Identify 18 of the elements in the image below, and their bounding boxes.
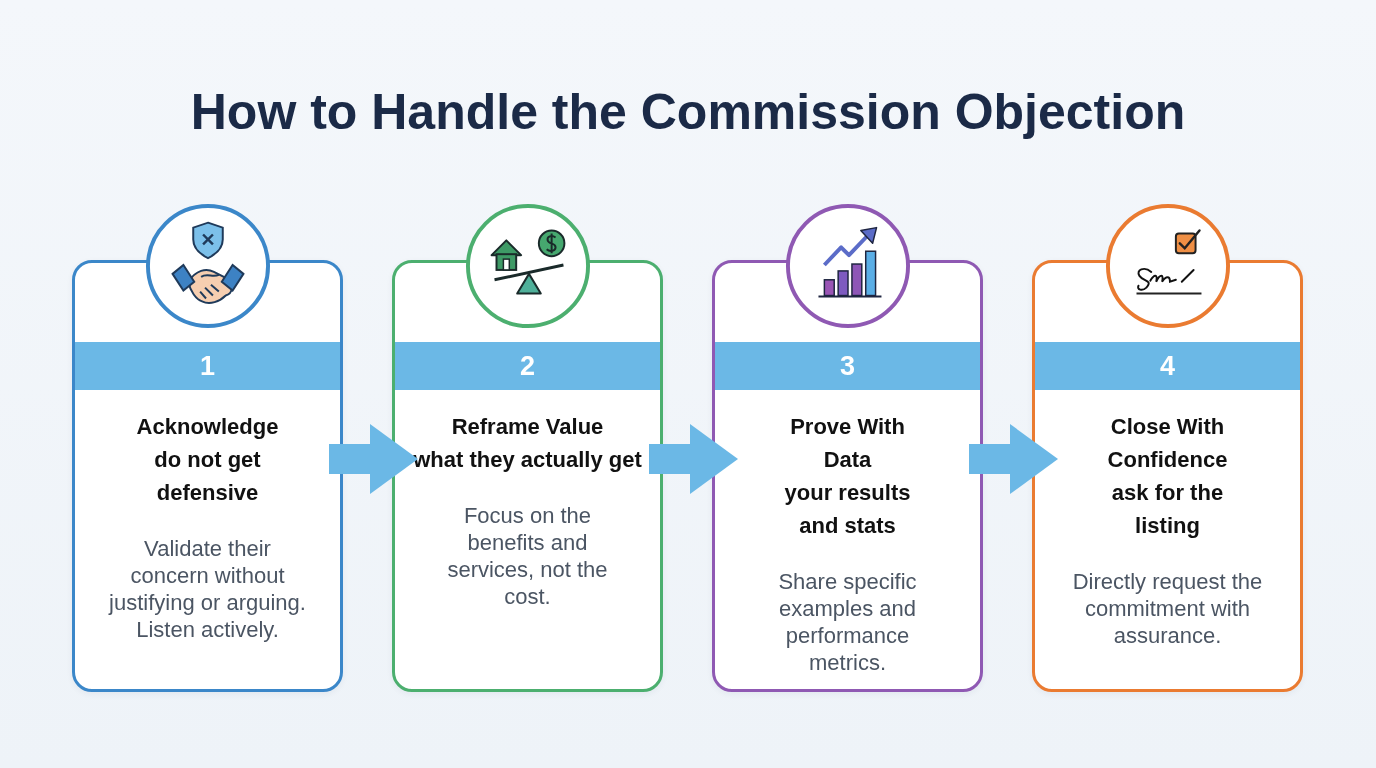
step-heading: Reframe Value [450,413,605,441]
step-heading: do not get defensive [153,446,262,507]
diagram-title: How to Handle the Commission Objection [190,83,1186,142]
step-heading: Acknowledge [135,413,280,441]
step-number-band: 3 [715,342,980,390]
step-heading: ask for the listing [1110,479,1225,540]
block-arrow [969,424,1058,494]
step-heading: what they actually get [412,446,643,474]
step-description: Focus on the benefits and services, not the cost. [446,502,609,610]
step-description: Share specific examples and performance metrics. [777,568,918,676]
step-number-band: 2 [395,342,660,390]
step-description: Validate their concern without justifying or arguing. Listen actively. [107,535,307,643]
step-number-band: 4 [1035,342,1300,390]
step-description: Directly request the commitment with assurance. [1071,568,1264,649]
block-arrow [649,424,738,494]
step-number-band: 1 [75,342,340,390]
block-arrow [329,424,418,494]
step-heading: your results and stats [783,479,912,540]
